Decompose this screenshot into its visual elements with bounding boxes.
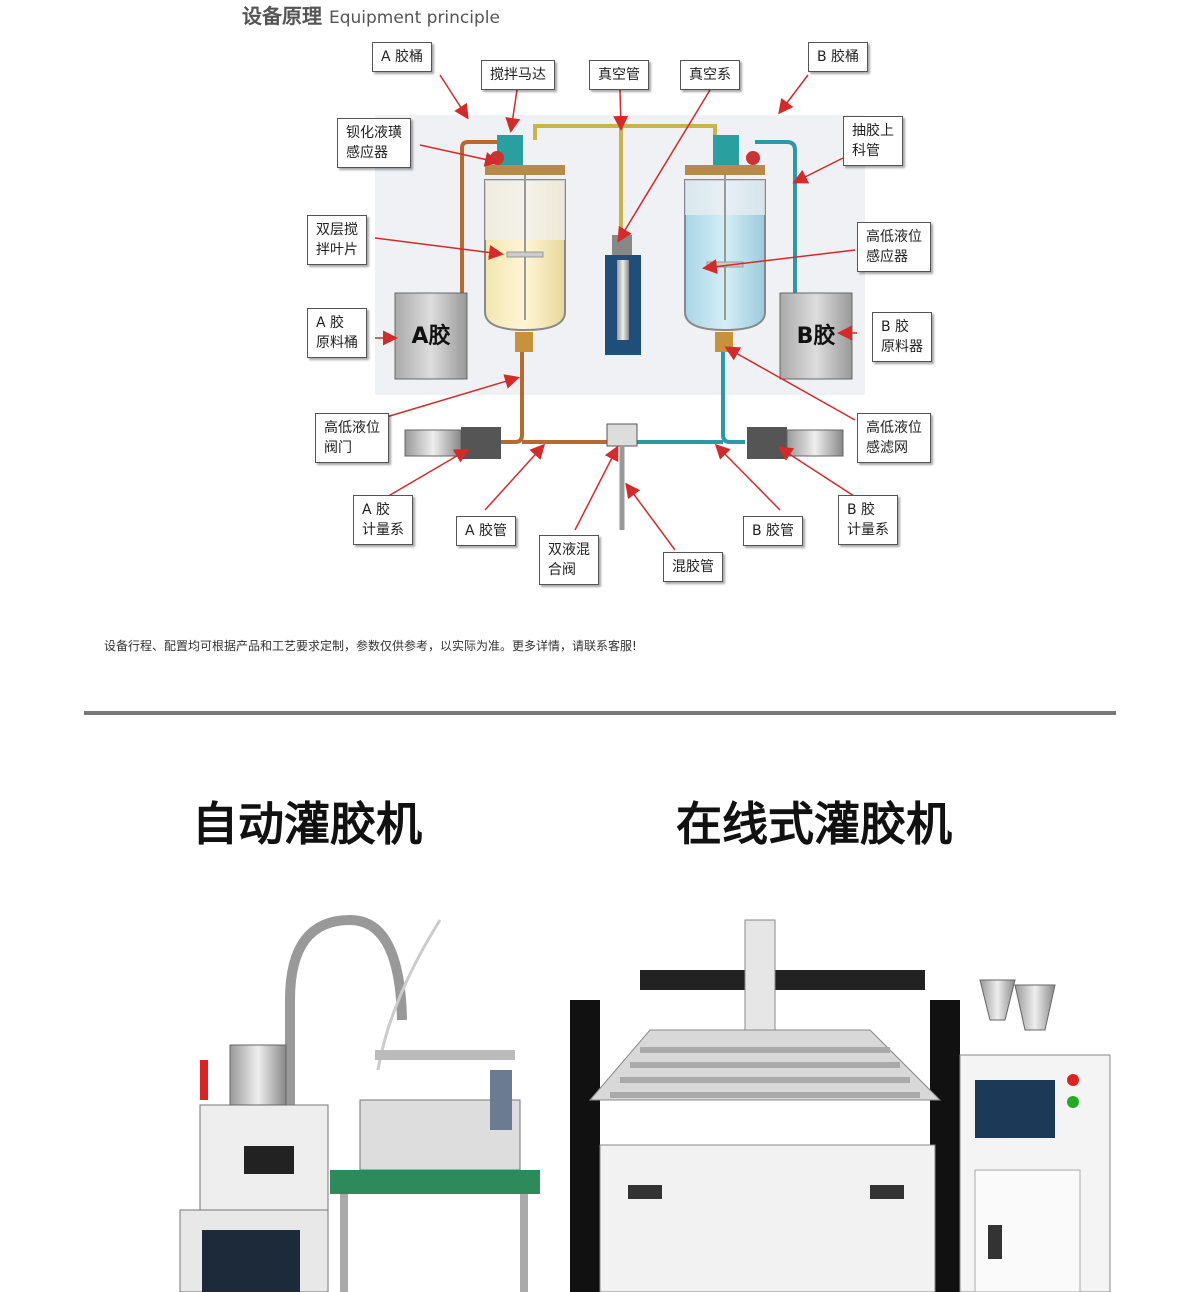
- product-photo-auto: [140, 880, 560, 1292]
- arrow-vacuum-system: [617, 89, 711, 243]
- label-a-raw-bucket: A 胶 原料桶: [307, 308, 367, 358]
- tank-b-lid: [685, 165, 765, 175]
- section-title-zh: 设备原理: [242, 4, 322, 28]
- tank-a-blade: [506, 251, 544, 258]
- diagram-graphics: A胶 B胶: [374, 74, 865, 551]
- label-b-meter: B 胶 计量系: [838, 495, 898, 545]
- arrow-level-valve: [382, 374, 520, 419]
- section-title-en: Equipment principle: [328, 8, 500, 28]
- vacuum-pipe-a: [533, 124, 623, 235]
- section-divider: [84, 711, 1116, 715]
- label-mix-valve: 双液混 合阀: [539, 535, 599, 585]
- arrow-a-tube: [484, 443, 546, 511]
- arrow-b-bucket: [778, 74, 809, 115]
- arrow-b-tube: [714, 443, 781, 511]
- label-mix-tube: 混胶管: [663, 552, 723, 582]
- tank-b-sensor-bulb: [746, 151, 760, 165]
- label-level-valve: 高低液位 阀门: [315, 413, 389, 463]
- a-meter-pump: [404, 429, 462, 457]
- product-title-auto: 自动灌胶机: [192, 797, 422, 851]
- arrow-vacuum-tube: [613, 89, 629, 131]
- a-feed-pipe: [460, 140, 505, 298]
- label-stir-motor: 搅拌马达: [481, 60, 555, 90]
- label-a-tube: A 胶管: [456, 516, 517, 546]
- label-pump-feed-tube: 抽胶上 科管: [843, 116, 903, 166]
- arrow-b-meter: [777, 446, 858, 499]
- tank-b-motor: [713, 135, 739, 165]
- b-tube-upper: [721, 348, 745, 444]
- a-bucket-text: A胶: [411, 323, 450, 349]
- tank-a-sensor-bulb: [490, 151, 504, 165]
- tank-a-valve: [515, 332, 533, 352]
- arrow-stir-motor: [505, 89, 521, 133]
- arrow-level-sensor-b: [702, 249, 856, 275]
- a-meter-block: [461, 427, 501, 459]
- a-raw-bucket: [394, 292, 468, 380]
- arrow-a-bucket: [439, 74, 469, 120]
- b-meter-pump: [786, 429, 844, 457]
- a-tube-upper: [500, 348, 524, 444]
- product-photo-inline: [570, 880, 1145, 1292]
- label-vacuum-tube: 真空管: [589, 60, 649, 90]
- label-b-bucket: B 胶桶: [808, 42, 869, 72]
- label-a-meter: A 胶 计量系: [353, 495, 413, 545]
- arrow-double-blade: [374, 237, 504, 260]
- tank-a-lid: [485, 165, 565, 175]
- mix-valve: [606, 423, 638, 447]
- equipment-principle-diagram: A胶 B胶: [235, 30, 955, 620]
- disclaimer-text: 设备行程、配置均可根据产品和工艺要求定制，参数仅供参考，以实际为准。更多详情，请…: [104, 639, 637, 653]
- arrow-level-filter: [724, 346, 856, 421]
- arrow-pump-feed-tube: [792, 157, 844, 184]
- arrow-a-meter: [384, 448, 470, 499]
- label-level-sensor-b: 高低液位 感应器: [857, 222, 931, 272]
- arrow-level-sensor-top: [419, 144, 500, 167]
- b-bucket-text: B胶: [797, 323, 836, 349]
- label-level-sensor-top: 钡化液璜 感应器: [337, 118, 411, 168]
- product-title-inline: 在线式灌胶机: [676, 797, 952, 851]
- label-vacuum-system: 真空系: [680, 60, 740, 90]
- label-b-raw-bucket: B 胶 原料器: [872, 312, 932, 362]
- label-b-tube: B 胶管: [743, 516, 804, 546]
- label-a-bucket: A 胶桶: [372, 42, 433, 72]
- vacuum-pump-head: [612, 235, 632, 255]
- arrow-mix-tube: [625, 482, 676, 551]
- b-feed-pipe: [755, 140, 797, 298]
- section-title: 设备原理 Equipment principle: [242, 0, 500, 29]
- label-double-blade: 双层搅 拌叶片: [307, 215, 367, 265]
- b-meter-block: [747, 427, 787, 459]
- arrow-mix-valve: [574, 445, 619, 531]
- label-level-filter: 高低液位 感滤网: [857, 413, 931, 463]
